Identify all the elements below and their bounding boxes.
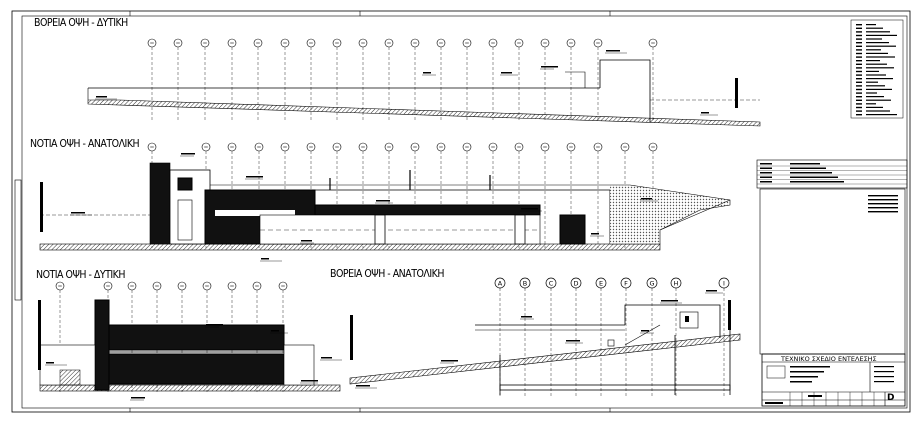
grid-bubble bbox=[488, 38, 498, 48]
border-ticks bbox=[129, 11, 611, 412]
grid-bubble-label: I bbox=[723, 280, 725, 288]
grid-bubble-label: F bbox=[624, 280, 628, 288]
grid-bubble bbox=[306, 142, 316, 152]
ground-profile-top bbox=[87, 88, 761, 127]
title-block-sheet-code: D bbox=[887, 393, 895, 403]
view-title-south-west: ΝΟΤΙΑ ΟΨΗ - ΔΥΤΙΚΗ bbox=[36, 269, 125, 281]
grid-bubbles-bc: A B C D E F G H I bbox=[494, 277, 730, 289]
grid-bubble bbox=[306, 38, 316, 48]
grid-bubble bbox=[566, 142, 576, 152]
grid-bubble bbox=[202, 281, 212, 291]
grid-bubble bbox=[540, 142, 550, 152]
grid-bubbles-mid bbox=[147, 142, 658, 152]
grid-bubble-i: I bbox=[718, 277, 730, 289]
grid-bubble bbox=[358, 142, 368, 152]
grid-bubble bbox=[514, 142, 524, 152]
title-block-heading: ΤΕΧΝΙΚΟ ΣΧΕΔΙΟ ΕΝΤΕΛΕΣΗΣ bbox=[781, 355, 877, 363]
grid-bubble bbox=[620, 142, 630, 152]
grid-bubble bbox=[227, 142, 237, 152]
grid-bubble-c: C bbox=[545, 277, 557, 289]
grid-bubble-label: G bbox=[649, 280, 654, 288]
grid-bubble bbox=[201, 142, 211, 152]
grid-bubble bbox=[147, 142, 157, 152]
grid-lines-top bbox=[151, 47, 654, 122]
elevation-south-west bbox=[38, 281, 341, 392]
grid-bubble bbox=[384, 142, 394, 152]
view-title-north-west: ΒΟΡΕΙΑ ΟΨΗ - ΔΥΤΙΚΗ bbox=[34, 17, 128, 29]
grid-bubble bbox=[648, 142, 658, 152]
grid-bubble bbox=[147, 38, 157, 48]
grid-bubble bbox=[540, 38, 550, 48]
grid-bubble-label: B bbox=[523, 280, 527, 288]
grid-bubble bbox=[200, 38, 210, 48]
grid-bubble bbox=[280, 142, 290, 152]
grid-bubbles-top bbox=[147, 38, 658, 48]
grid-bubble bbox=[173, 38, 183, 48]
grid-bubble bbox=[278, 281, 288, 291]
grid-bubble-d: D bbox=[570, 277, 582, 289]
grid-bubble-label: E bbox=[599, 280, 603, 288]
elevation-north-west bbox=[87, 38, 761, 127]
grid-bubble bbox=[227, 38, 237, 48]
grid-bubble-label: C bbox=[549, 280, 554, 288]
grid-bubble-a: A bbox=[494, 277, 506, 289]
view-title-south-east: ΝΟΤΙΑ ΟΨΗ - ΑΝΑΤΟΛΙΚΗ bbox=[30, 138, 140, 150]
title-block bbox=[756, 159, 908, 407]
grid-bubble bbox=[254, 142, 264, 152]
grid-bubble bbox=[358, 38, 368, 48]
grid-bubble bbox=[648, 38, 658, 48]
view-title-north-east: ΒΟΡΕΙΑ ΟΨΗ - ΑΝΑΤΟΛΙΚΗ bbox=[330, 268, 444, 280]
grid-bubble bbox=[593, 142, 603, 152]
outer-border bbox=[11, 10, 911, 413]
grid-bubble-label: H bbox=[674, 280, 679, 288]
elevation-north-east bbox=[349, 288, 741, 398]
grid-bubble bbox=[55, 281, 65, 291]
grid-bubble-e: E bbox=[595, 277, 607, 289]
grid-bubble bbox=[514, 38, 524, 48]
grid-bubble bbox=[127, 281, 137, 291]
grid-bubble-label: A bbox=[498, 280, 503, 288]
grid-bubble-h: H bbox=[670, 277, 682, 289]
elevation-south-east bbox=[39, 142, 731, 251]
grid-bubble bbox=[252, 281, 262, 291]
grid-bubble bbox=[436, 142, 446, 152]
grid-bubble bbox=[384, 38, 394, 48]
grid-bubble bbox=[103, 281, 113, 291]
grid-bubble bbox=[227, 281, 237, 291]
grid-bubble bbox=[566, 38, 576, 48]
grid-bubble bbox=[152, 281, 162, 291]
grid-bubbles-bl bbox=[55, 281, 288, 291]
legend-block bbox=[850, 19, 904, 119]
grid-bubble-label: D bbox=[573, 280, 578, 288]
grid-bubble bbox=[253, 38, 263, 48]
grid-bubble bbox=[436, 38, 446, 48]
grid-bubble-f: F bbox=[620, 277, 632, 289]
grid-bubble bbox=[462, 38, 472, 48]
grid-bubble bbox=[488, 142, 498, 152]
grid-bubble bbox=[593, 38, 603, 48]
grid-bubble bbox=[177, 281, 187, 291]
grid-bubble bbox=[410, 38, 420, 48]
left-margin-mark bbox=[14, 179, 22, 301]
grid-bubble-b: B bbox=[519, 277, 531, 289]
grid-bubble-g: G bbox=[646, 277, 658, 289]
grid-bubble bbox=[280, 38, 290, 48]
grid-bubble bbox=[332, 142, 342, 152]
grid-bubble bbox=[410, 142, 420, 152]
inner-border bbox=[21, 15, 908, 409]
grid-bubble bbox=[332, 38, 342, 48]
grid-bubble bbox=[462, 142, 472, 152]
